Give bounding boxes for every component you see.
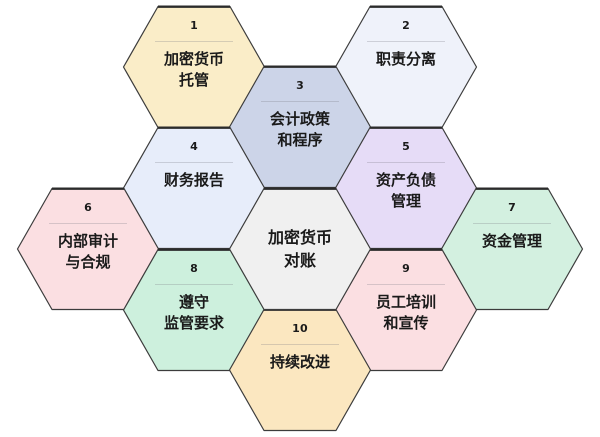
hexagon-divider	[261, 101, 339, 102]
hexagon-label: 职责分离	[375, 50, 436, 68]
hexagon-number: 3	[296, 79, 304, 92]
hexagon-content: 3 会计政策 和程序	[228, 65, 372, 189]
hexagon-label: 内部审计 与合规	[57, 232, 118, 271]
hexagon-label: 会计政策 和程序	[269, 110, 330, 149]
hexagon-node-9[interactable]: 9 员工培训 和宣传	[334, 248, 478, 372]
hexagon-node-2[interactable]: 2 职责分离	[334, 5, 478, 129]
hexagon-divider	[367, 41, 445, 42]
hexagon-content: 5 资产负债 管理	[334, 126, 478, 250]
hexagon-divider	[367, 284, 445, 285]
hexagon-shape	[122, 126, 266, 250]
hexagon-label: 资金管理	[481, 232, 542, 250]
hexagon-divider	[261, 344, 339, 345]
hexagon-content: 加密货币 对账	[228, 187, 372, 311]
hexagon-label: 财务报告	[163, 171, 224, 189]
hexagon-label: 遵守 监管要求	[163, 293, 224, 332]
hexagon-content: 4 财务报告	[122, 126, 266, 250]
hexagon-number: 1	[190, 19, 198, 32]
hexagon-divider	[473, 223, 551, 224]
hexagon-node-4[interactable]: 4 财务报告	[122, 126, 266, 250]
hexagon-shape	[228, 187, 372, 311]
hexagon-content: 8 遵守 监管要求	[122, 248, 266, 372]
hexagon-label: 员工培训 和宣传	[375, 293, 436, 332]
hexagon-label: 加密货币 对账	[267, 228, 332, 270]
hexagon-number: 10	[292, 322, 308, 335]
hexagon-label: 持续改进	[269, 353, 330, 371]
hexagon-divider	[49, 223, 127, 224]
hexagon-number: 4	[190, 140, 198, 153]
hexagon-node-7[interactable]: 7 资金管理	[440, 187, 584, 311]
hexagon-number: 5	[402, 140, 410, 153]
hexagon-center[interactable]: 加密货币 对账	[228, 187, 372, 311]
hexagon-content: 10 持续改进	[228, 308, 372, 432]
hexagon-divider	[155, 41, 233, 42]
hexagon-node-3[interactable]: 3 会计政策 和程序	[228, 65, 372, 189]
hexagon-content: 1 加密货币 托管	[122, 5, 266, 129]
hexagon-number: 2	[402, 19, 410, 32]
hexagon-number: 6	[84, 201, 92, 214]
hexagon-content: 9 员工培训 和宣传	[334, 248, 478, 372]
hexagon-divider	[367, 162, 445, 163]
hexagon-divider	[155, 284, 233, 285]
hexagon-number: 8	[190, 262, 198, 275]
hexagon-divider	[155, 162, 233, 163]
hexagon-content: 2 职责分离	[334, 5, 478, 129]
hexagon-content: 6 内部审计 与合规	[16, 187, 160, 311]
hexagon-shape	[334, 248, 478, 372]
hexagon-content: 7 资金管理	[440, 187, 584, 311]
hexagon-number: 7	[508, 201, 516, 214]
hexagon-node-10[interactable]: 10 持续改进	[228, 308, 372, 432]
hexagon-label: 加密货币 托管	[163, 50, 224, 89]
hexagon-label: 资产负债 管理	[375, 171, 436, 210]
hexagon-number: 9	[402, 262, 410, 275]
hexagon-node-6[interactable]: 6 内部审计 与合规	[16, 187, 160, 311]
hexagon-node-5[interactable]: 5 资产负债 管理	[334, 126, 478, 250]
